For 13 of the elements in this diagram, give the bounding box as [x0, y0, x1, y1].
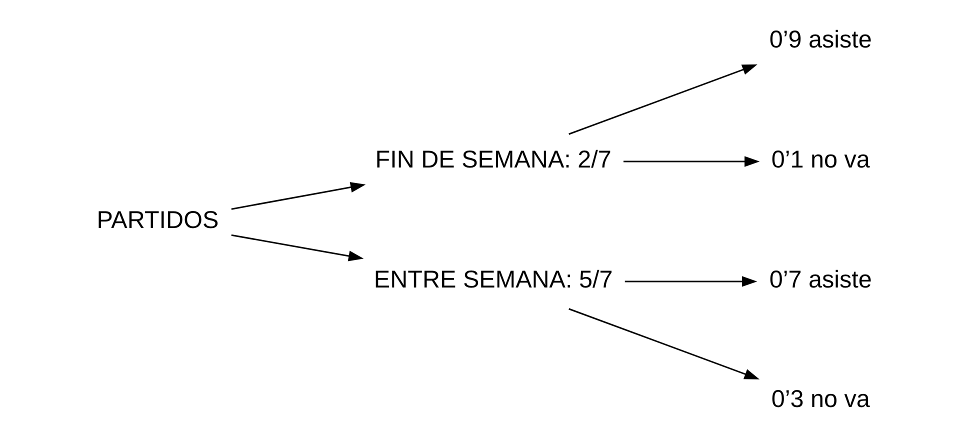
- arrow: [568, 64, 757, 135]
- node-text: 0’7 asiste: [768, 266, 872, 294]
- node-text: 0’9 asiste: [768, 26, 872, 54]
- node-text: 0’3 no va: [770, 386, 870, 414]
- node-text: ENTRE SEMANA: 5/7: [373, 266, 612, 294]
- arrow: [568, 308, 760, 380]
- arrow: [624, 276, 757, 287]
- node-text: FIN DE SEMANA: 2/7: [374, 146, 611, 174]
- node-text: PARTIDOS: [96, 207, 218, 234]
- arrow: [622, 156, 760, 167]
- arrow: [230, 182, 366, 210]
- node-text: 0’1 no va: [770, 146, 870, 174]
- arrow: [230, 234, 364, 262]
